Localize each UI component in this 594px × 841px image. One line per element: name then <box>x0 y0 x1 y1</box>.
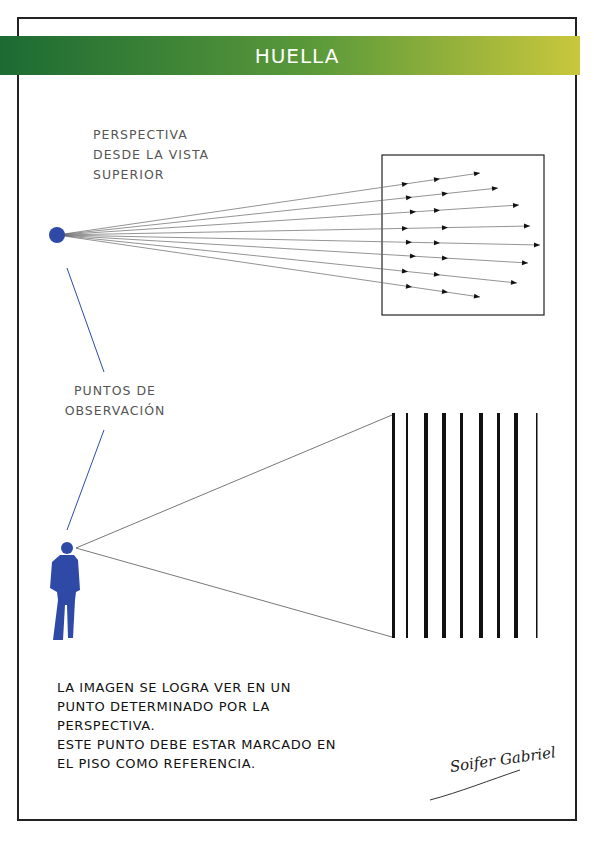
arrowhead <box>442 289 448 294</box>
bar <box>424 413 428 638</box>
arrowhead <box>434 240 440 245</box>
arrowhead <box>442 225 448 230</box>
arrowhead <box>406 284 412 289</box>
leader-line <box>67 268 104 372</box>
title: HUELLA <box>147 44 447 68</box>
bar <box>479 413 483 638</box>
arrowhead <box>410 210 416 215</box>
sight-line <box>76 548 392 637</box>
vertical-bars <box>392 413 538 638</box>
arrowhead <box>522 260 528 265</box>
ray <box>57 173 480 235</box>
arrowhead <box>511 280 517 285</box>
ray <box>57 235 517 283</box>
page-frame <box>18 18 576 820</box>
arrowhead <box>492 186 498 191</box>
top-view-square <box>382 155 544 315</box>
ray <box>57 235 480 297</box>
bar <box>514 413 518 638</box>
title-bar <box>0 36 580 75</box>
arrowhead <box>402 182 408 187</box>
signature: Soifer Gabriel <box>449 743 557 776</box>
bar <box>392 413 395 638</box>
arrowhead <box>406 240 412 245</box>
arrowhead <box>474 171 480 176</box>
arrowhead <box>406 195 412 200</box>
arrowhead <box>410 253 416 258</box>
arrowhead <box>513 203 519 208</box>
bar <box>497 413 500 638</box>
arrowhead <box>474 294 480 299</box>
ray <box>57 235 540 245</box>
bar <box>536 413 538 638</box>
observation-point <box>49 227 65 243</box>
arrowhead <box>434 208 440 213</box>
arrowhead <box>402 269 408 274</box>
bar <box>460 413 463 638</box>
note: ESTE PUNTO DEBE ESTAR MARCADO EN EL PISO… <box>57 735 342 773</box>
signature-swoosh <box>430 770 520 800</box>
section-label: PERSPECTIVA DESDE LA VISTA SUPERIOR <box>93 125 223 185</box>
arrowhead <box>434 272 440 277</box>
person-silhouette <box>50 542 80 640</box>
arrowhead <box>442 191 448 196</box>
arrowhead <box>402 226 408 231</box>
arrowhead <box>442 255 448 260</box>
bar <box>442 413 446 638</box>
bar <box>406 413 408 638</box>
arrowhead <box>524 224 530 229</box>
perspective-rays <box>57 171 540 298</box>
sight-line <box>76 415 392 548</box>
leader-line <box>67 430 104 530</box>
leader-label: PUNTOS DE OBSERVACIÓN <box>50 381 180 421</box>
arrowhead <box>434 177 440 182</box>
ray <box>57 226 530 235</box>
arrowhead <box>534 242 540 247</box>
note: LA IMAGEN SE LOGRA VER EN UN PUNTO DETER… <box>57 678 342 735</box>
ray <box>57 235 528 263</box>
